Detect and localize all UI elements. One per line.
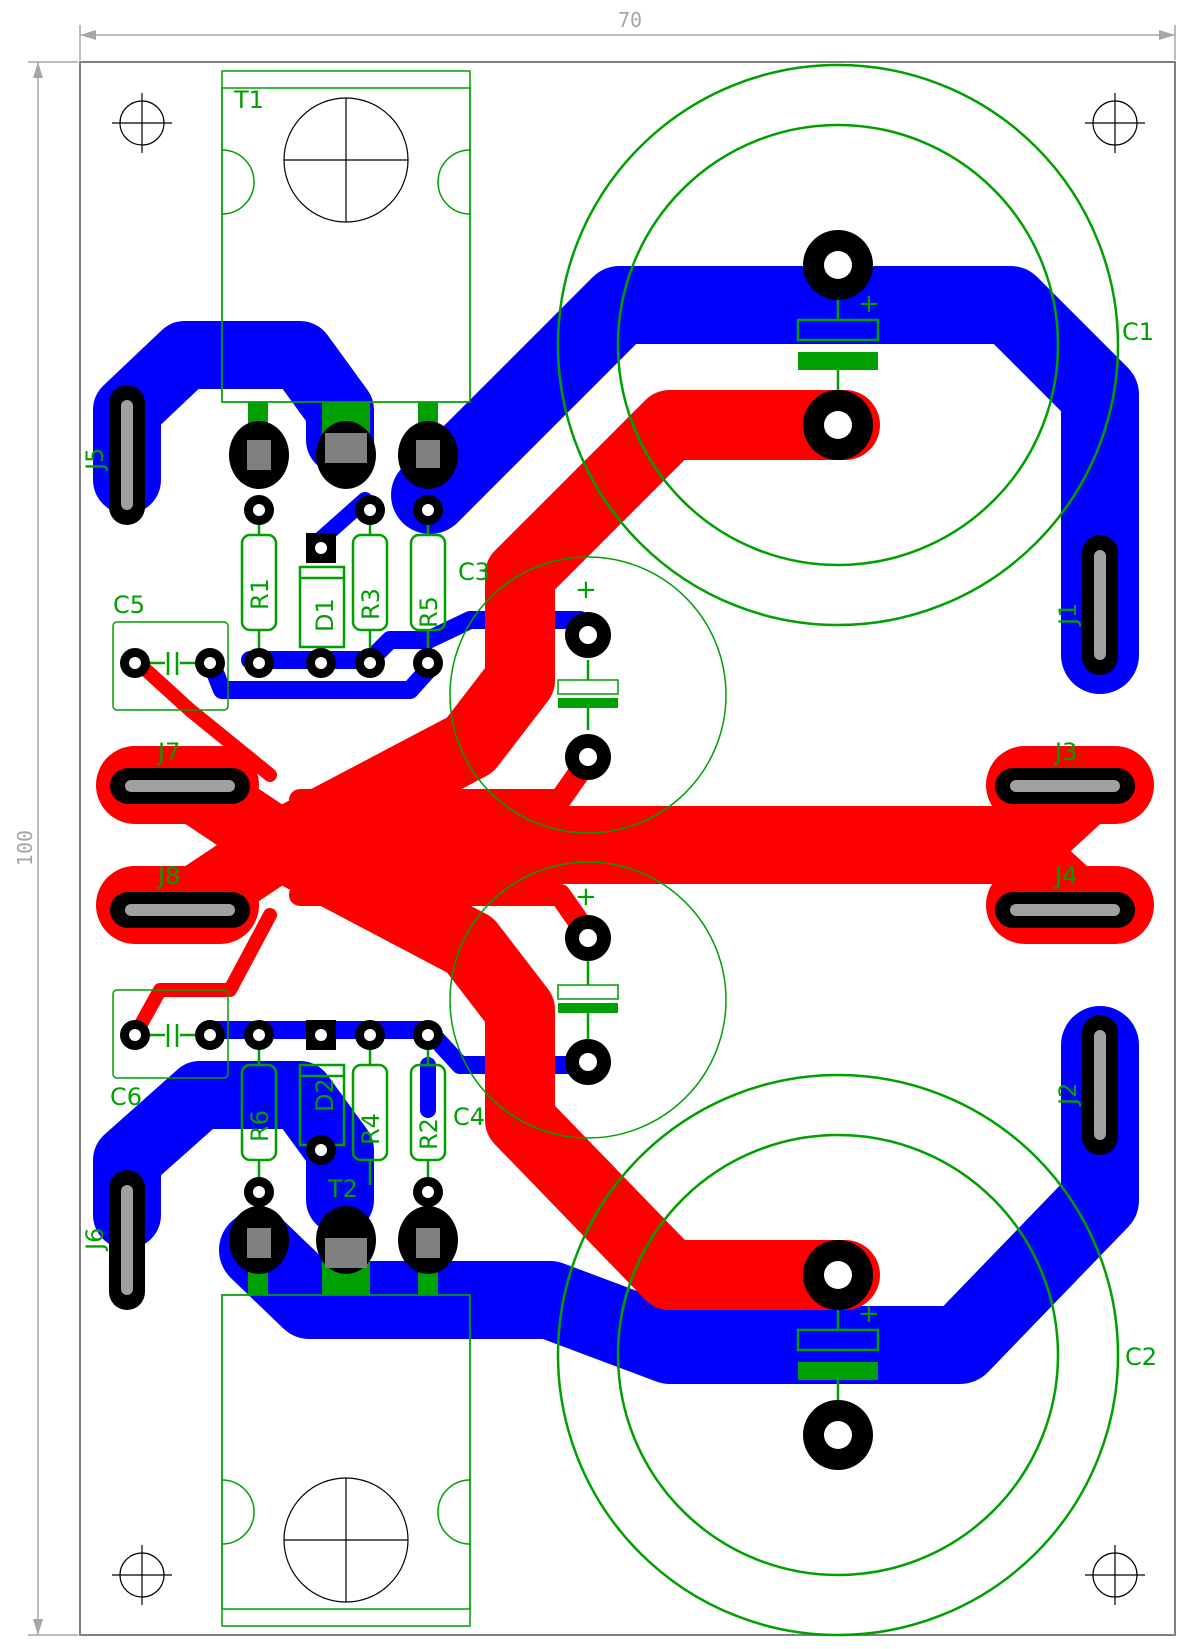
c2-label: C2: [1125, 1343, 1157, 1371]
r5-label: R5: [415, 596, 443, 628]
j8-label: J8: [156, 862, 180, 890]
d2-label: D2: [311, 1078, 339, 1112]
transistor-t2: T2: [221, 1175, 471, 1627]
j4-label: J4: [1053, 862, 1077, 890]
mounting-holes: [112, 93, 1145, 1605]
trace-c2-ground: [245, 810, 880, 1310]
mounting-hole-bottom-left: [112, 1545, 172, 1605]
dimension-height: 100: [13, 61, 78, 1636]
c3-polarity: +: [575, 575, 597, 605]
r4-label: R4: [357, 1113, 385, 1145]
t1-label: T1: [233, 86, 264, 114]
trace-c1-ground: [245, 390, 880, 880]
capacitor-c5: C5: [112, 591, 229, 711]
c1-label: C1: [1122, 318, 1154, 346]
connector-j7: J7: [110, 738, 250, 804]
trace-j2-c2: [219, 1006, 1139, 1384]
c4-label: C4: [453, 1103, 485, 1131]
width-label: 70: [618, 8, 642, 32]
connector-j8: J8: [110, 862, 250, 928]
pads: [120, 230, 873, 1470]
c6-label: C6: [110, 1083, 142, 1111]
r2-label: R2: [415, 1118, 443, 1150]
c2-polarity: +: [858, 1299, 880, 1329]
resistor-r6: R6: [240, 1045, 278, 1185]
r1-label: R1: [246, 578, 274, 610]
resistor-r4: R4: [351, 1045, 389, 1185]
c3-label: C3: [458, 558, 490, 586]
connector-j6: J6: [81, 1170, 145, 1310]
t2-label: T2: [327, 1175, 358, 1203]
resistor-r2: R2: [409, 1045, 447, 1185]
c4-polarity: +: [575, 882, 597, 912]
trace-j6-t2: [93, 1061, 374, 1249]
capacitor-c3: + C3: [449, 556, 727, 834]
mounting-hole-top-left: [112, 93, 172, 153]
height-label: 100: [13, 830, 37, 866]
j2-label: J2: [1054, 1083, 1082, 1107]
connector-j3: J3: [995, 738, 1135, 804]
j6-label: J6: [81, 1228, 109, 1252]
top-copper-layer: [96, 390, 1154, 1310]
j5-label: J5: [81, 448, 109, 472]
connector-j2: J2: [1054, 1015, 1118, 1155]
dimension-width: 70: [79, 8, 1176, 60]
connector-j5: J5: [81, 385, 145, 525]
connector-j1: J1: [1054, 535, 1118, 675]
connector-j4: J4: [995, 862, 1135, 928]
diode-d2: D2: [298, 1063, 346, 1147]
trace-r1-r5: [241, 631, 437, 669]
j7-label: J7: [156, 738, 180, 766]
resistor-r3: R3: [351, 510, 389, 650]
capacitor-c1: + C1: [556, 63, 1154, 627]
c1-polarity: +: [858, 289, 880, 319]
d1-label: D1: [311, 598, 339, 632]
diode-d1: D1: [298, 565, 346, 649]
capacitor-c2: + C2: [556, 1073, 1157, 1637]
capacitor-c4: + C4: [449, 861, 727, 1139]
resistor-r1: R1: [240, 510, 278, 650]
board-outline: [79, 61, 1176, 1636]
r3-label: R3: [357, 588, 385, 620]
c5-label: C5: [113, 591, 145, 619]
mounting-hole-top-right: [1085, 93, 1145, 153]
mounting-hole-bottom-right: [1085, 1545, 1145, 1605]
j3-label: J3: [1053, 738, 1077, 766]
capacitor-c6: C6: [110, 989, 229, 1111]
r6-label: R6: [246, 1110, 274, 1142]
trace-j1-c1: [391, 266, 1139, 694]
j1-label: J1: [1054, 603, 1082, 627]
